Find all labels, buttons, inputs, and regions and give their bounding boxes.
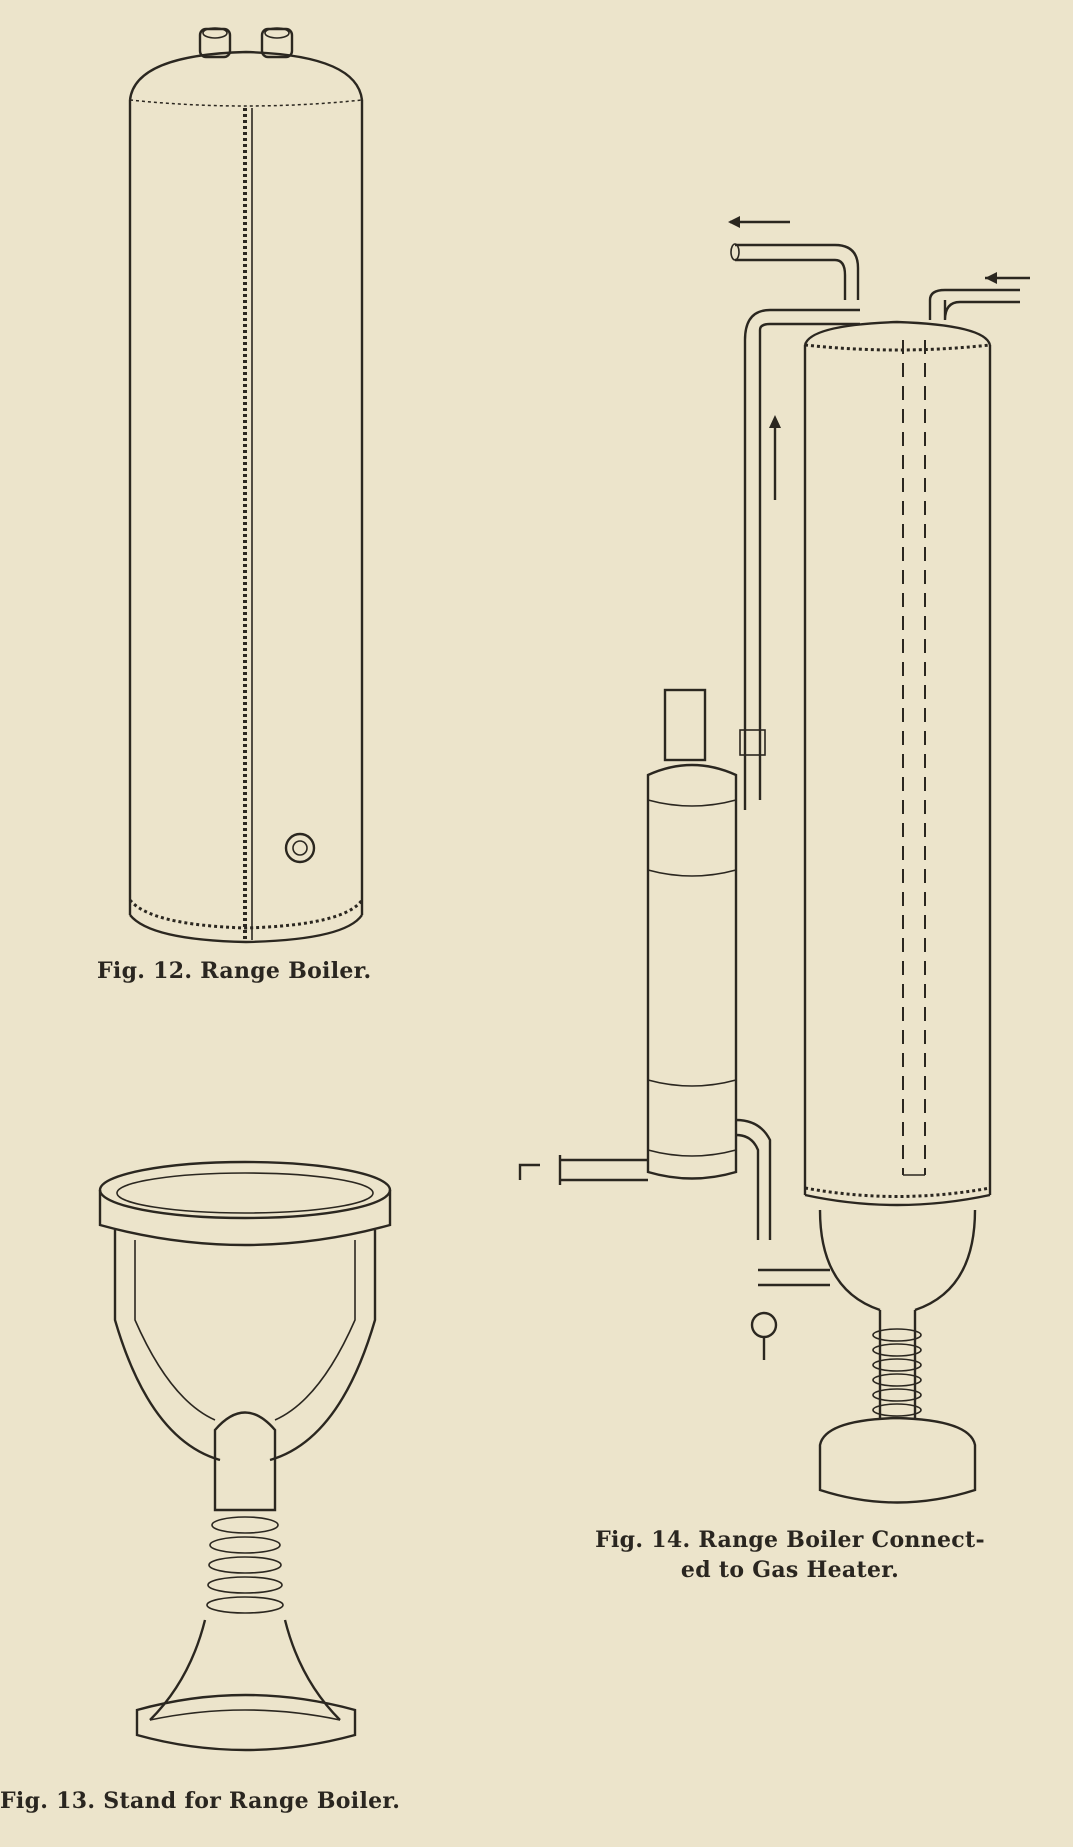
fig14-caption: Fig. 14. Range Boiler Connect- ed to Gas… <box>535 1525 1045 1585</box>
range-boiler-illustration <box>128 27 364 944</box>
boiler-stand-illustration <box>98 1160 392 1752</box>
fig13-caption: Fig. 13. Stand for Range Boiler. <box>0 1788 401 1814</box>
fig12-caption: Fig. 12. Range Boiler. <box>97 958 372 984</box>
fig14-caption-line2: ed to Gas Heater. <box>680 1557 900 1583</box>
boiler-with-gas-heater-illustration <box>518 216 1030 1504</box>
fig14-caption-line1: Fig. 14. Range Boiler Connect- <box>595 1527 985 1553</box>
